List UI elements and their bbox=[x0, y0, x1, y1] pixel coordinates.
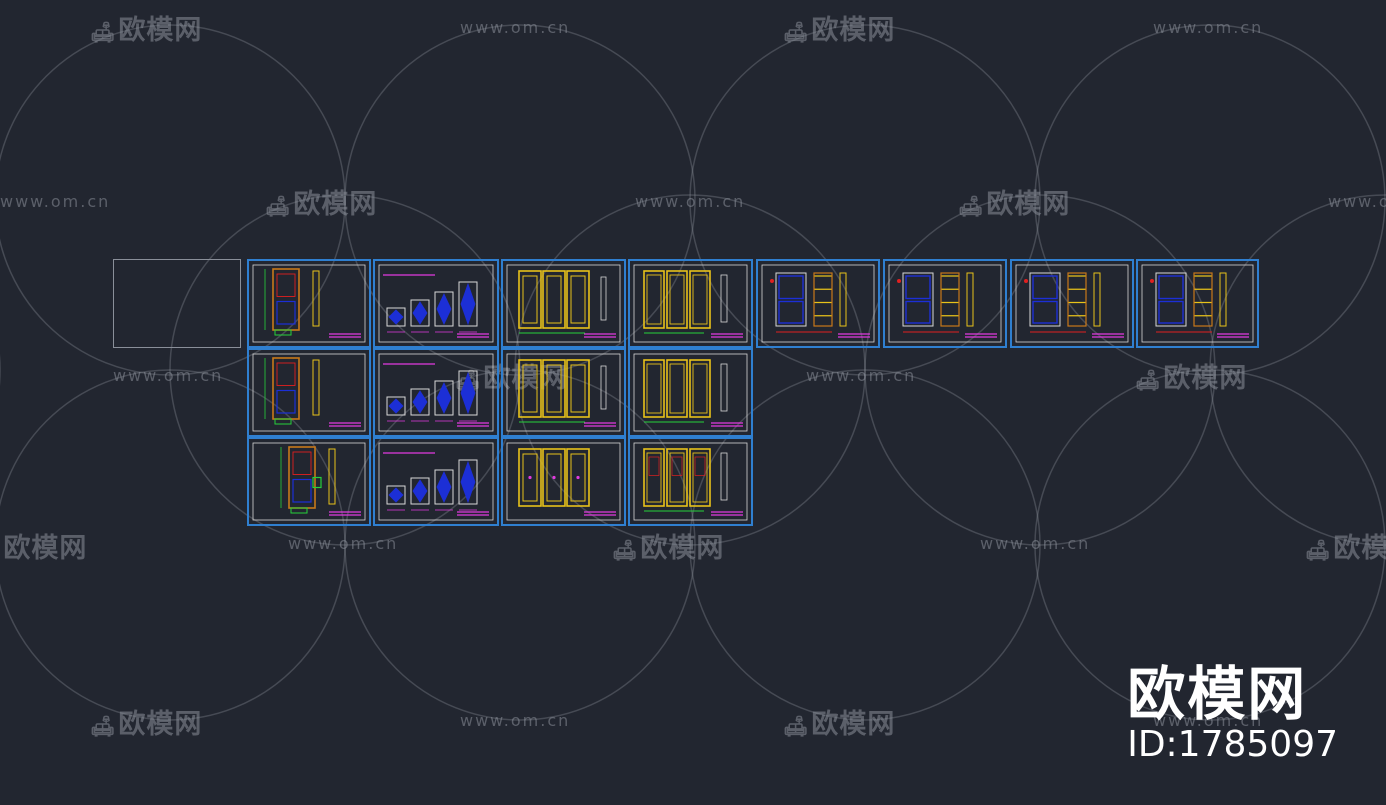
sheet-drawing bbox=[252, 442, 366, 521]
sheet-cabinet-elev-1[interactable] bbox=[756, 259, 880, 348]
sheet-quad-door-a3[interactable] bbox=[628, 437, 753, 526]
watermark-arc bbox=[344, 369, 696, 721]
sheet-drawing bbox=[761, 264, 875, 343]
watermark-arc bbox=[0, 369, 346, 721]
sheet-triple-door-a2[interactable] bbox=[501, 348, 626, 437]
brand-block: 欧模网 ID:1785097 bbox=[1127, 663, 1338, 765]
sheet-triple-door-a1[interactable] bbox=[501, 259, 626, 348]
sheet-drawing bbox=[378, 264, 494, 343]
sheet-drawing bbox=[1141, 264, 1254, 343]
sheet-panel-set-a1[interactable] bbox=[373, 259, 499, 348]
watermark-arc bbox=[864, 194, 1216, 546]
sheet-drawing bbox=[506, 264, 621, 343]
sheet-quad-door-a2[interactable] bbox=[628, 348, 753, 437]
sheet-drawing bbox=[1015, 264, 1129, 343]
sheet-drawing bbox=[633, 353, 748, 432]
model-id-label: ID:1785097 bbox=[1127, 724, 1338, 765]
watermark-arc bbox=[1034, 369, 1386, 721]
sheet-drawing bbox=[252, 264, 366, 343]
sheet-drawing bbox=[506, 353, 621, 432]
sheet-cabinet-elev-4[interactable] bbox=[1136, 259, 1259, 348]
sheet-triple-door-a3[interactable] bbox=[501, 437, 626, 526]
sheet-drawing bbox=[633, 264, 748, 343]
watermark-arc bbox=[514, 194, 866, 546]
watermark-arc bbox=[0, 24, 346, 376]
sheet-door-elevation-a1[interactable] bbox=[247, 259, 371, 348]
watermark-arc bbox=[169, 194, 521, 546]
sheet-panel-set-a3[interactable] bbox=[373, 437, 499, 526]
sheet-drawing bbox=[114, 260, 240, 347]
sheet-drawing bbox=[506, 442, 621, 521]
watermark-arc bbox=[344, 24, 696, 376]
sheet-panel-set-a2[interactable] bbox=[373, 348, 499, 437]
sheet-cabinet-elev-2[interactable] bbox=[883, 259, 1007, 348]
watermark-arc bbox=[1034, 24, 1386, 376]
sheet-door-elevation-a2[interactable] bbox=[247, 348, 371, 437]
sheet-door-elevation-a3[interactable] bbox=[247, 437, 371, 526]
watermark-arc bbox=[1209, 194, 1386, 546]
sheet-drawing bbox=[633, 442, 748, 521]
sheet-drawing bbox=[378, 353, 494, 432]
brand-name: 欧模网 bbox=[1127, 660, 1308, 728]
sheet-cabinet-elev-3[interactable] bbox=[1010, 259, 1134, 348]
sheet-drawing bbox=[252, 353, 366, 432]
watermark-arc bbox=[689, 24, 1041, 376]
sheet-quad-door-a1[interactable] bbox=[628, 259, 753, 348]
sheet-drawing bbox=[378, 442, 494, 521]
sheet-drawing bbox=[888, 264, 1002, 343]
sheet-blank-sheet[interactable] bbox=[113, 259, 241, 348]
watermark-arc bbox=[689, 369, 1041, 721]
